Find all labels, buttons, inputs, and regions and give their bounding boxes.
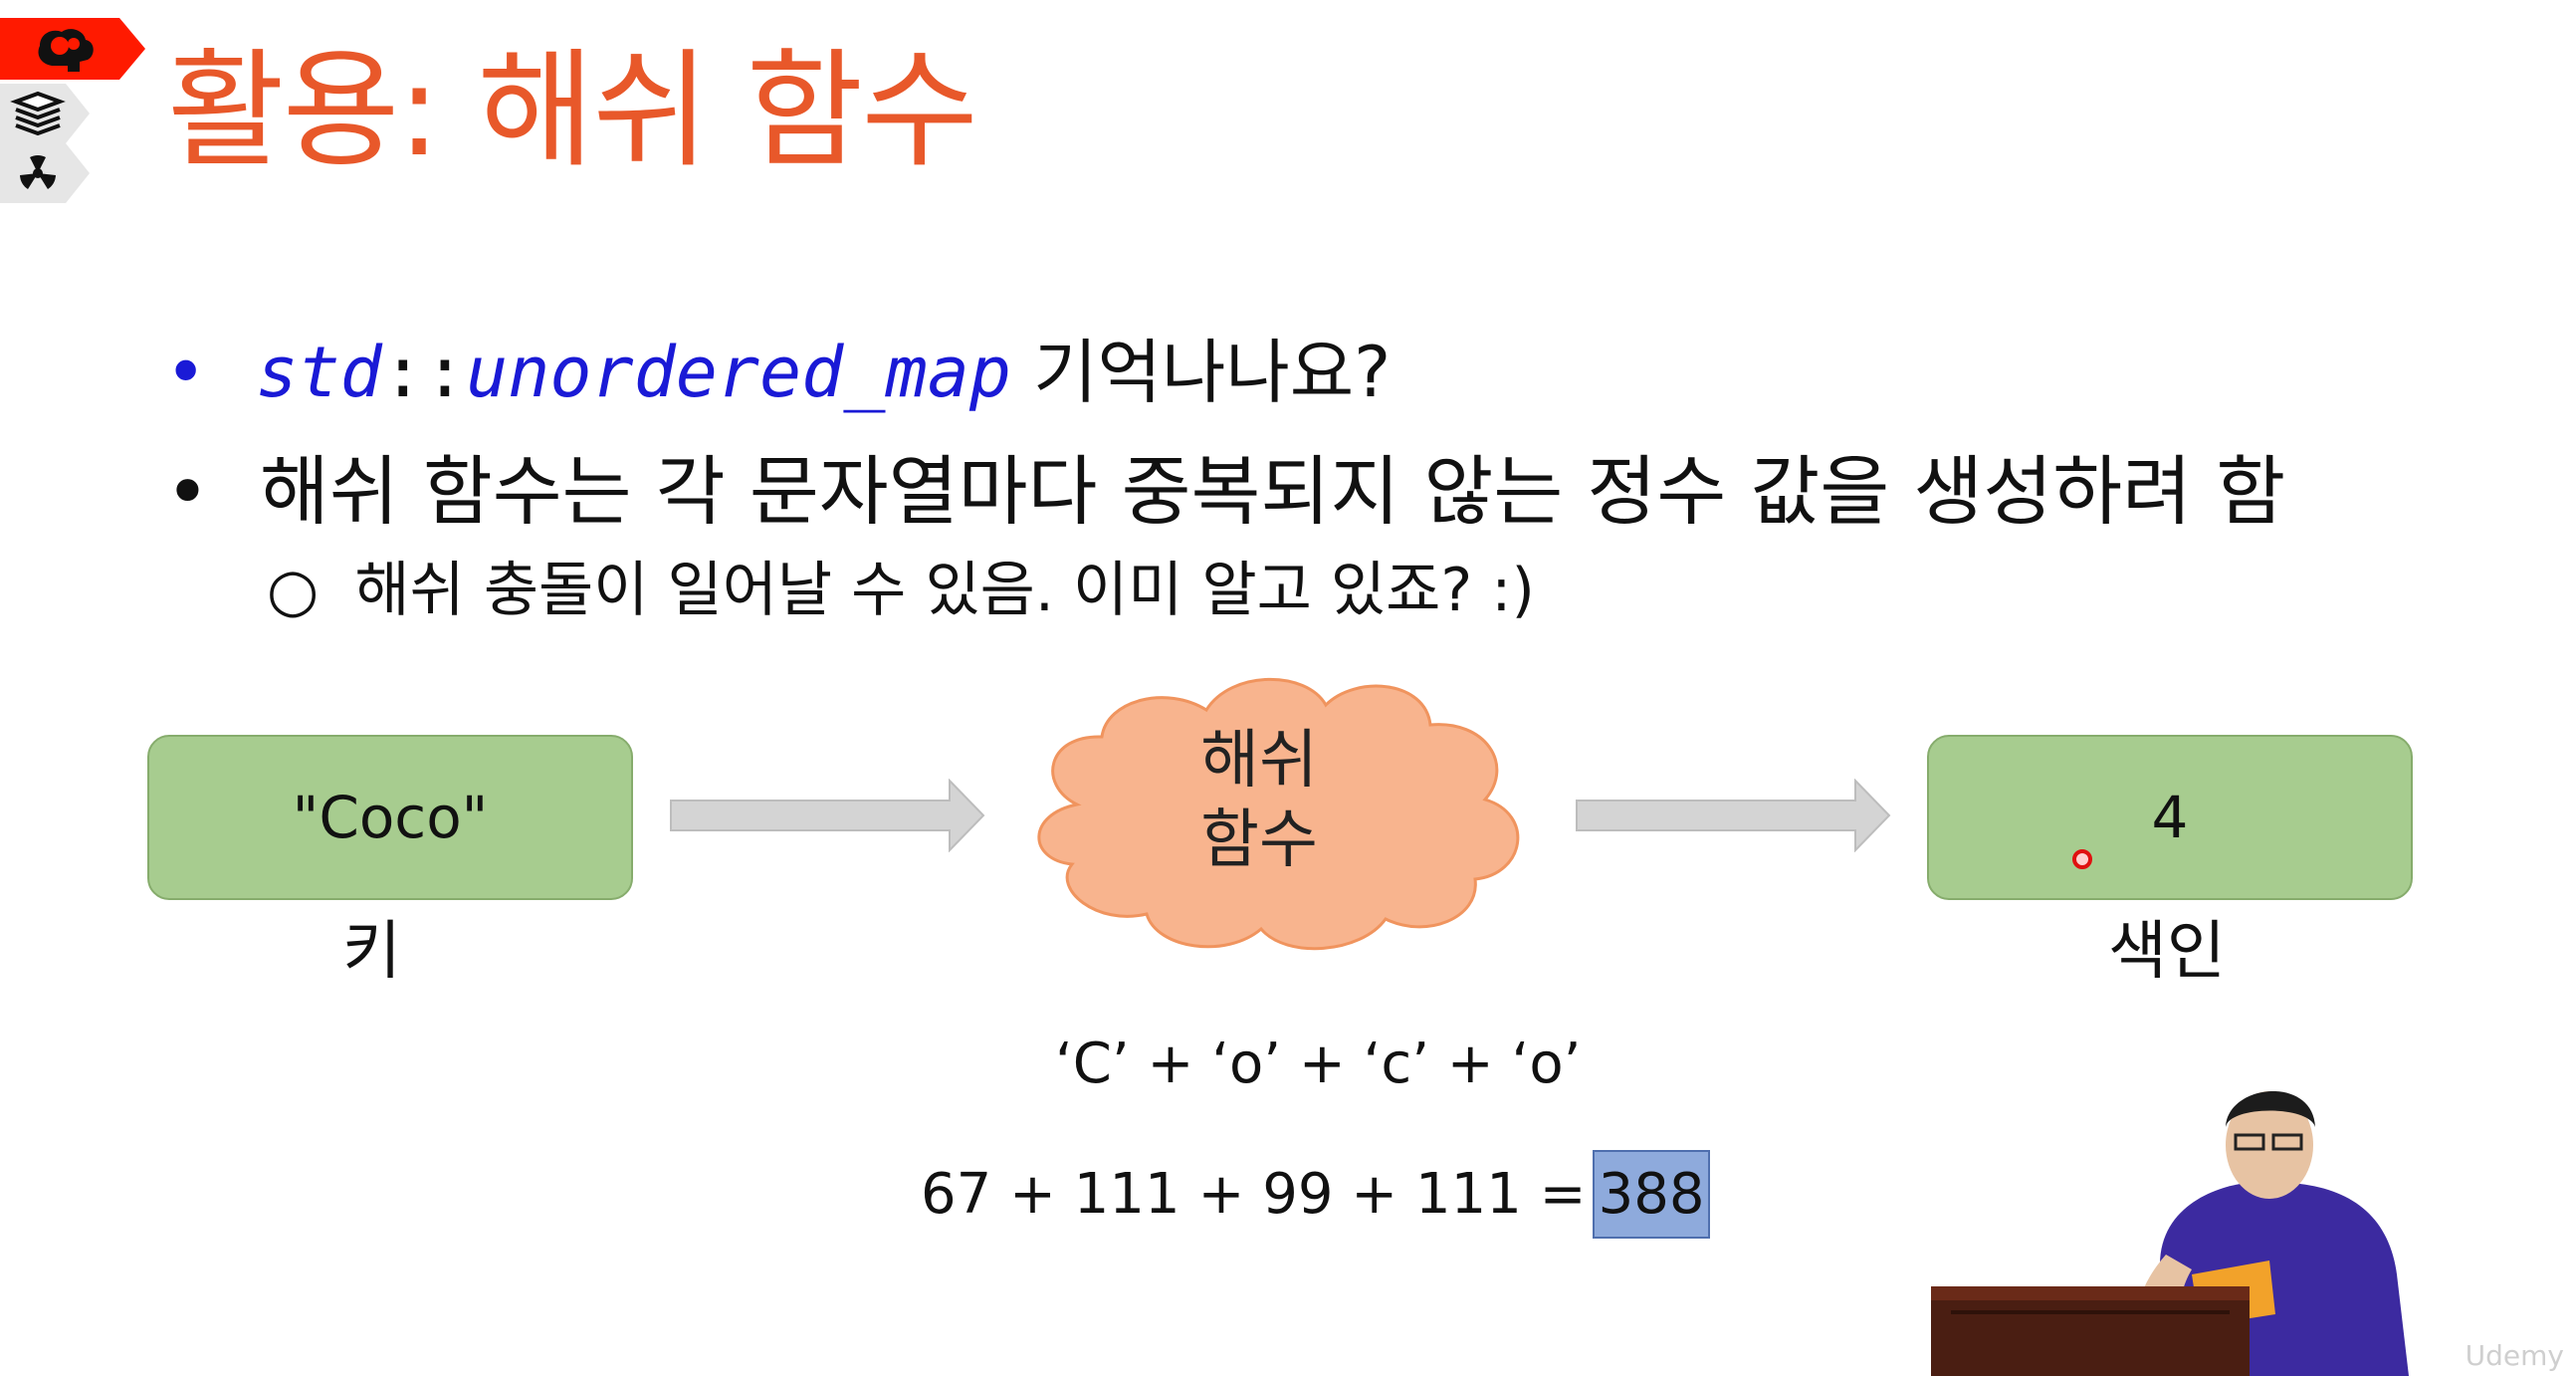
char-sum-expression: ‘C’ + ‘o’ + ‘c’ + ‘o’ <box>1055 1032 1582 1096</box>
hash-function-label: 해쉬 함수 <box>1125 721 1394 880</box>
index-value: 4 <box>2151 784 2189 851</box>
presenter-video <box>1931 1090 2409 1376</box>
slide-title: 활용: 해쉬 함수 <box>167 37 978 185</box>
bullet-1-text: 기억나나요? <box>1010 332 1392 413</box>
key-box: "Coco" <box>147 735 633 900</box>
side-tab-brain[interactable] <box>0 18 149 80</box>
index-label: 색인 <box>2108 915 2226 989</box>
udemy-watermark: Udemy <box>2465 1339 2564 1372</box>
hash-cloud <box>1037 677 1520 951</box>
bullet-2-marker: • <box>165 447 210 536</box>
code-namespace: std <box>256 332 382 413</box>
index-box: 4 <box>1927 735 2413 900</box>
sub-bullet-marker: ○ <box>267 556 320 625</box>
pointer-cursor <box>2072 849 2092 869</box>
arrow-to-index <box>1576 779 1891 852</box>
books-icon <box>10 91 66 136</box>
arrow-to-hash <box>670 779 985 852</box>
bullet-1-marker: • <box>165 332 207 413</box>
sum-result-highlight: 388 <box>1592 1150 1711 1239</box>
hash-label-line2: 함수 <box>1200 803 1318 877</box>
bullet-2: • 해쉬 함수는 각 문자열마다 중복되지 않는 정수 값을 생성하려 함 <box>165 430 2285 540</box>
sub-bullet-text: 해쉬 충돌이 일어날 수 있음. 이미 알고 있죠? :) <box>354 556 1535 625</box>
code-scope-operator: :: <box>381 332 467 413</box>
bullet-2-text: 해쉬 함수는 각 문자열마다 중복되지 않는 정수 값을 생성하려 함 <box>259 447 2286 536</box>
key-label: 키 <box>342 915 401 989</box>
ascii-sum-expression: 67 + 111 + 99 + 111 = 388 <box>921 1150 1711 1239</box>
brain-icon <box>38 29 94 72</box>
side-tab-radiation[interactable] <box>0 143 149 203</box>
radiation-icon <box>20 155 56 189</box>
code-type: unordered_map <box>466 332 1011 413</box>
ascii-sum-terms: 67 + 111 + 99 + 111 = <box>921 1162 1587 1227</box>
key-value: "Coco" <box>292 784 489 851</box>
sub-bullet: ○ 해쉬 충돌이 일어날 수 있음. 이미 알고 있죠? :) <box>267 542 1535 628</box>
bullet-1: • std::unordered_map 기억나나요? <box>165 317 1391 417</box>
hash-label-line1: 해쉬 <box>1200 724 1318 798</box>
side-tab-books[interactable] <box>0 84 149 143</box>
